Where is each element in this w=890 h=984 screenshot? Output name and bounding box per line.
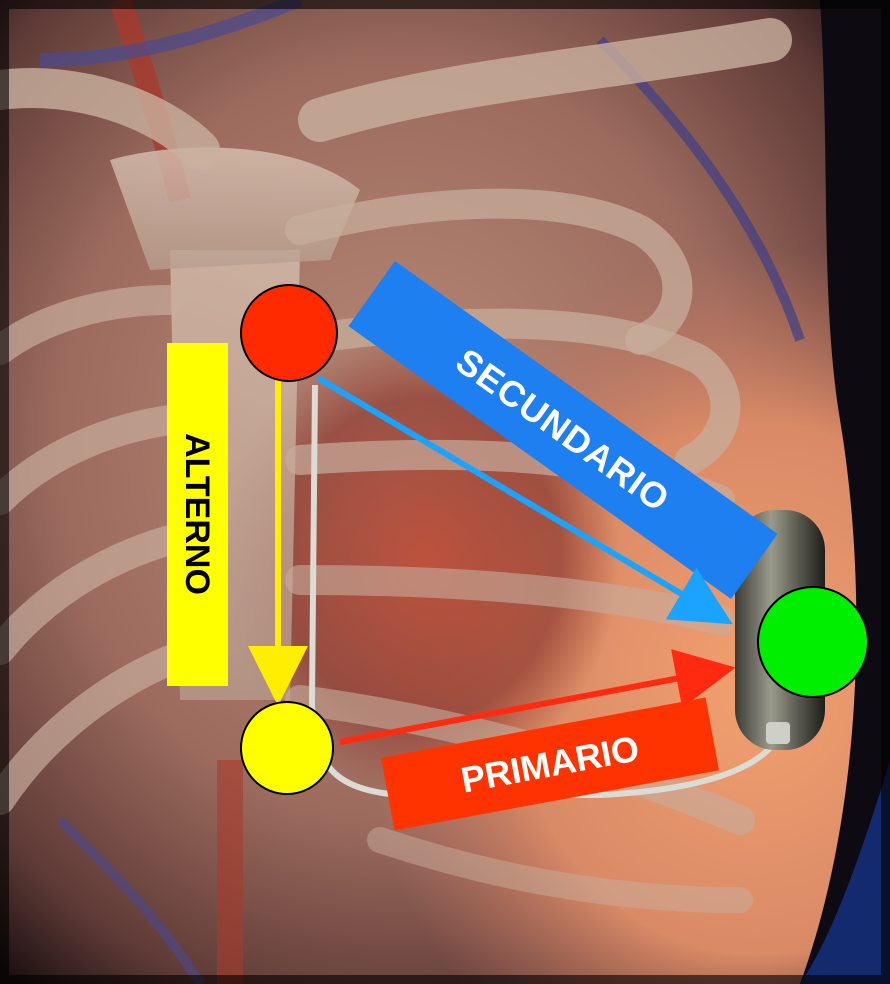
alterno-band: ALTERNO bbox=[167, 343, 228, 686]
top-electrode-node bbox=[241, 285, 337, 381]
alterno-label: ALTERNO bbox=[178, 433, 216, 595]
device-node bbox=[758, 587, 868, 697]
bottom-electrode-node bbox=[241, 702, 333, 794]
